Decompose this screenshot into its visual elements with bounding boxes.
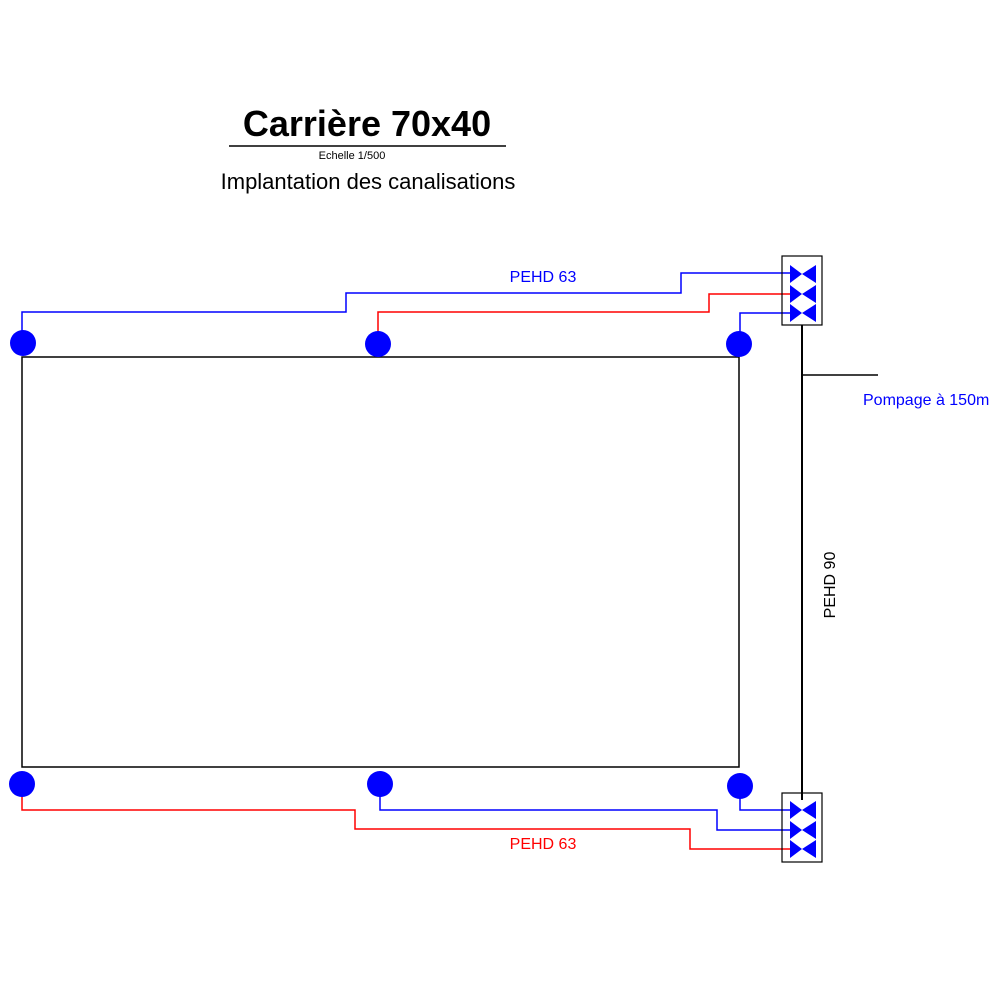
- sprinkler-top-right: [726, 331, 752, 357]
- page-title: Carrière 70x40: [243, 103, 491, 144]
- valve-icon: [790, 801, 816, 819]
- scale-label: Echelle 1/500: [319, 150, 386, 162]
- valve-icon: [790, 840, 816, 858]
- subtitle: Implantation des canalisations: [221, 169, 516, 194]
- valve-icon: [790, 821, 816, 839]
- sprinkler-bottom-right: [727, 773, 753, 799]
- valve-box-top: [781, 255, 823, 326]
- bottom-pipe-label: PEHD 63: [510, 836, 577, 853]
- bottom-red-pipe-left: [21, 784, 790, 850]
- arena-outline: [21, 356, 740, 768]
- valve-box-bottom: [781, 792, 823, 863]
- top-blue-pipe-left: [21, 272, 790, 343]
- valve-icon: [790, 285, 816, 303]
- sprinkler-top-left: [10, 330, 36, 356]
- sprinkler-bottom-left: [9, 771, 35, 797]
- bottom-blue-pipe-middle: [379, 784, 790, 831]
- top-pipe-label: PEHD 63: [510, 269, 577, 286]
- sprinkler-bottom-middle: [367, 771, 393, 797]
- main-pipe-label: PEHD 90: [822, 552, 839, 619]
- pumping-label: Pompage à 150m: [863, 392, 989, 409]
- top-red-pipe-middle: [377, 293, 790, 343]
- bottom-valve-manifold: [781, 792, 823, 863]
- top-valve-manifold: [781, 255, 823, 326]
- sprinkler-top-middle: [365, 331, 391, 357]
- valve-icon: [790, 304, 816, 322]
- valve-icon: [790, 265, 816, 283]
